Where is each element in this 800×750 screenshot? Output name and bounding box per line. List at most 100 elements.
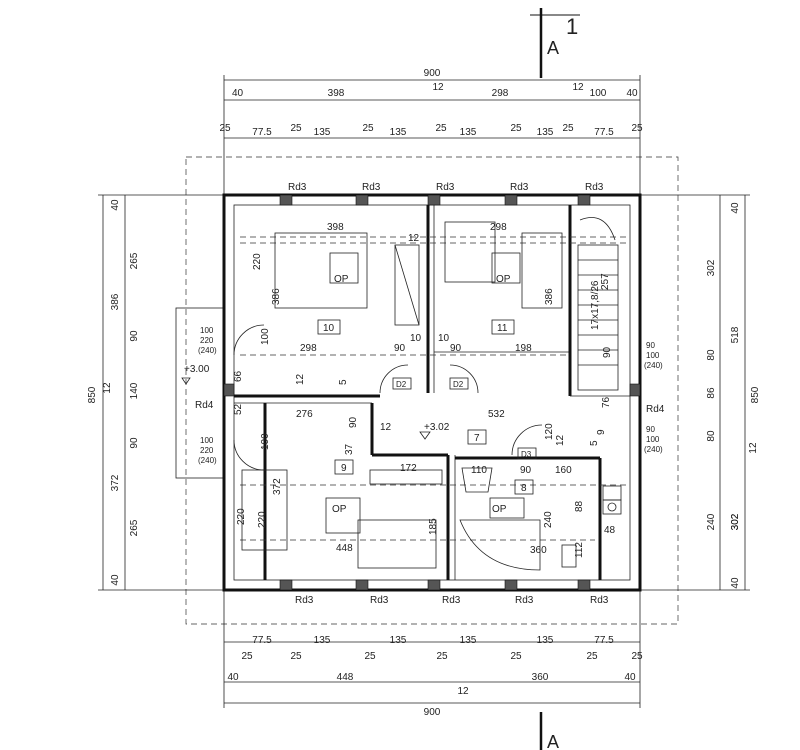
- bottom-total-dim: 900: [424, 707, 441, 718]
- dim: 135: [314, 635, 331, 646]
- dim: 12: [102, 382, 113, 394]
- dim: 198: [515, 343, 532, 354]
- bathroom-fixtures: OP: [459, 467, 622, 571]
- dim: 25: [586, 651, 598, 662]
- left-total-dim: 850: [87, 386, 98, 403]
- window-dim: 90: [646, 341, 655, 350]
- dim: 448: [337, 672, 354, 683]
- dim: 9: [596, 429, 607, 435]
- dim: 532: [488, 409, 505, 420]
- room-11-width: 298: [490, 222, 507, 233]
- window-dim: (240): [644, 361, 663, 370]
- dim: 12: [748, 442, 759, 454]
- chimney-blocks: [223, 194, 641, 591]
- dim: 298: [492, 88, 509, 99]
- dim: 90: [602, 346, 613, 358]
- roof-outline: [185, 156, 679, 625]
- right-dim-row1: 40 518 12 302: [730, 202, 759, 530]
- room-10-side: 220: [252, 253, 263, 270]
- section-letter-bottom: A: [547, 732, 559, 750]
- dim: 220: [236, 508, 247, 525]
- top-dimension-lines: [223, 75, 641, 195]
- dim: 360: [532, 672, 549, 683]
- room-8-width: 360: [530, 545, 547, 556]
- staircase: [577, 217, 619, 391]
- dim: 172: [400, 463, 417, 474]
- chimney: [223, 383, 235, 397]
- dim: 77.5: [252, 127, 272, 138]
- bed-room-11: OP: [444, 221, 563, 309]
- dim: 12: [380, 422, 392, 433]
- furniture-room-9: OP: [241, 469, 443, 569]
- window-dim: 100: [646, 351, 660, 360]
- dim: 386: [110, 293, 121, 310]
- room-number: 11: [497, 323, 508, 334]
- chimney: [427, 194, 441, 206]
- dim: 40: [227, 672, 239, 683]
- dim: 302: [706, 259, 717, 276]
- chimney-label: Rd3: [585, 182, 604, 193]
- dim: 12: [555, 434, 566, 446]
- dim: 220: [257, 511, 268, 528]
- dim: 25: [631, 123, 643, 134]
- op-mark: OP: [492, 504, 507, 515]
- chimney-label: Rd3: [436, 182, 455, 193]
- level-marks: +3.00 +3.02: [181, 364, 450, 440]
- dim: 25: [219, 123, 231, 134]
- dim: 77.5: [594, 635, 614, 646]
- chimney: [427, 579, 441, 591]
- chimney-label: Rd3: [590, 595, 609, 606]
- section-letter: A: [547, 38, 559, 58]
- dim: 40: [730, 577, 741, 589]
- door-label: D3: [521, 450, 532, 459]
- left-dim-row2: 265 90 140 90 265: [129, 252, 140, 536]
- dim: 110: [471, 465, 487, 476]
- dim: 276: [296, 409, 313, 420]
- door-label: D2: [396, 380, 407, 389]
- dim: 90: [129, 437, 140, 449]
- dim: 135: [460, 127, 477, 138]
- dim: 12: [408, 233, 420, 244]
- dim: 135: [537, 635, 554, 646]
- dim: 40: [232, 88, 244, 99]
- chimney-label: Rd3: [442, 595, 461, 606]
- dim: 90: [129, 330, 140, 342]
- op-mark: OP: [332, 504, 347, 515]
- dim: 298: [300, 343, 317, 354]
- dim: 398: [328, 88, 345, 99]
- dim: 40: [110, 199, 121, 211]
- dim: 86: [706, 387, 717, 399]
- bottom-dim-row2: 25 25 25 25 25 25 25: [241, 651, 643, 662]
- bottom-dim-row3: 40 448 12 360 40: [227, 672, 636, 697]
- dim: 90: [394, 343, 406, 354]
- op-mark: OP: [334, 274, 349, 285]
- dim: 518: [730, 326, 741, 343]
- chimney-label: Rd3: [288, 182, 307, 193]
- chimney-label: Rd3: [510, 182, 529, 193]
- dim: 25: [436, 651, 448, 662]
- bottom-dim-row1: 77.5 135 135 135 135 77.5: [252, 635, 614, 646]
- op-mark: OP: [496, 274, 511, 285]
- dim: 12: [572, 82, 584, 93]
- room-10-width: 398: [327, 222, 344, 233]
- dim: 88: [574, 500, 585, 512]
- dim: 48: [604, 525, 616, 536]
- dim: 52: [233, 403, 244, 415]
- section-marker-bottom: A: [539, 712, 559, 750]
- dim: 372: [110, 474, 121, 491]
- room-number: 8: [521, 483, 527, 494]
- dim: 12: [457, 686, 469, 697]
- dim: 100: [260, 328, 271, 345]
- dim: 40: [730, 202, 741, 214]
- chimney: [577, 194, 591, 206]
- dim: 100: [590, 88, 607, 99]
- dim: 37: [344, 443, 355, 455]
- dim: 80: [706, 430, 717, 442]
- dim: 25: [241, 651, 253, 662]
- dim: 25: [510, 123, 522, 134]
- room-11-depth: 386: [544, 288, 555, 305]
- right-total-dim: 850: [750, 386, 761, 403]
- top-dim-row1: 40 398 12 298 12 100 40: [232, 82, 638, 99]
- dim: 135: [460, 635, 477, 646]
- chimney-label: Rd3: [362, 182, 381, 193]
